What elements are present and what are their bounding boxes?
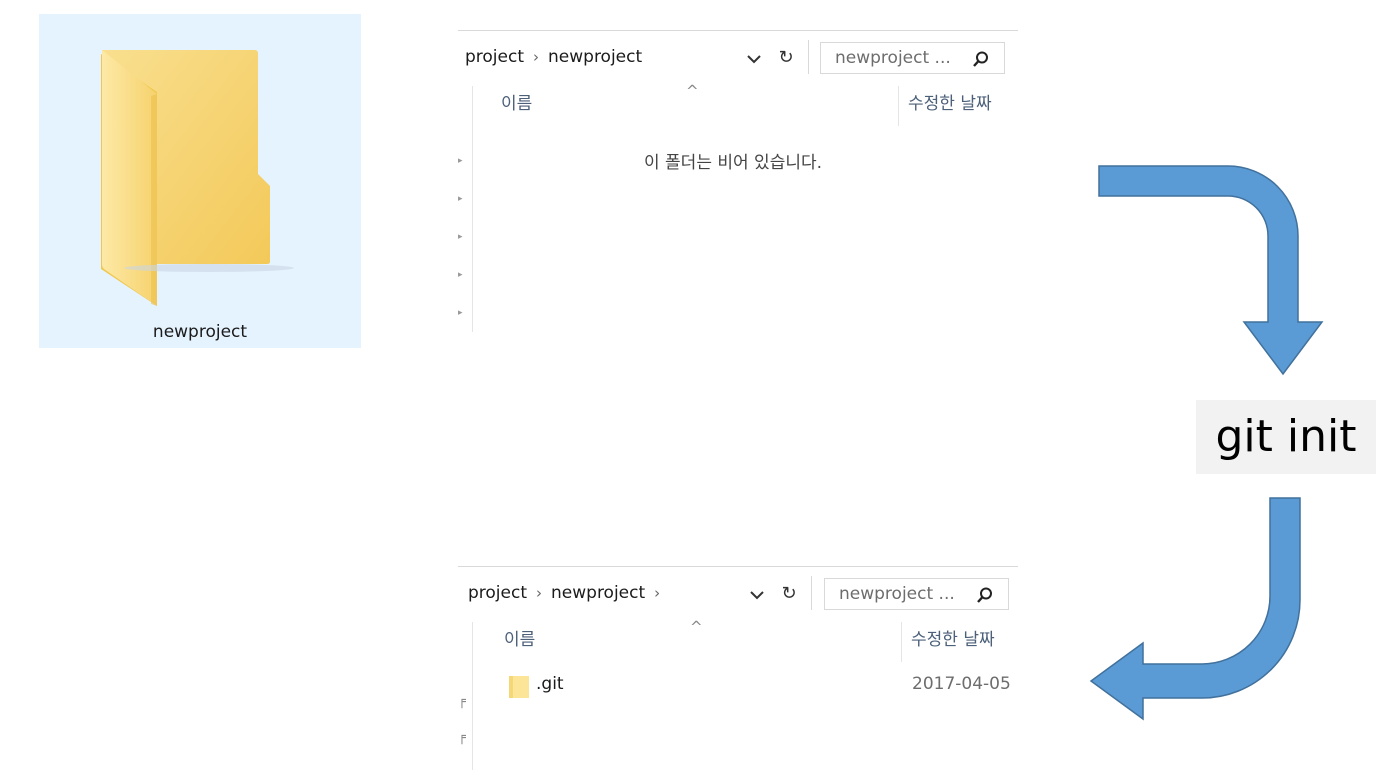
column-header-name[interactable]: 이름 — [504, 630, 536, 650]
file-row-name[interactable]: .git — [536, 674, 564, 694]
breadcrumb-separator[interactable]: › — [654, 584, 661, 602]
address-bar[interactable]: project › newproject › ↻ — [461, 576, 812, 610]
column-header-date[interactable]: 수정한 날짜 — [911, 630, 995, 650]
sort-ascending-icon: ^ — [686, 82, 699, 100]
chevron-right-icon[interactable]: ▸ — [458, 232, 463, 242]
search-placeholder: newproject ... — [839, 584, 955, 604]
file-row-date: 2017-04-05 — [912, 674, 1011, 694]
chevron-down-icon[interactable] — [743, 48, 765, 68]
breadcrumb-separator: › — [533, 48, 540, 66]
breadcrumb-separator: › — [536, 584, 543, 602]
pin-icon[interactable]: ╒ — [458, 694, 466, 709]
chevron-down-icon[interactable] — [746, 584, 768, 604]
chevron-right-icon[interactable]: ▸ — [458, 194, 463, 204]
folder-icon — [509, 676, 529, 698]
desktop-folder-tile[interactable]: newproject — [39, 14, 361, 348]
divider — [458, 566, 1018, 567]
nav-pane-border — [472, 86, 473, 332]
desktop-folder-label: newproject — [152, 322, 248, 342]
chevron-right-icon[interactable]: ▸ — [458, 156, 463, 166]
arrow-left-icon — [1089, 497, 1301, 721]
search-placeholder: newproject ... — [835, 48, 951, 68]
chevron-right-icon[interactable]: ▸ — [458, 308, 463, 318]
breadcrumb: project › newproject — [465, 40, 642, 74]
divider — [458, 30, 1018, 31]
column-header-date[interactable]: 수정한 날짜 — [908, 94, 992, 114]
address-bar[interactable]: project › newproject ↻ — [458, 40, 809, 74]
command-label: git init — [1196, 400, 1376, 474]
refresh-icon[interactable]: ↻ — [781, 583, 797, 604]
breadcrumb-item-newproject[interactable]: newproject — [548, 47, 643, 67]
search-input[interactable]: newproject ... — [824, 578, 1009, 610]
arrow-down-icon — [1098, 165, 1324, 376]
refresh-icon[interactable]: ↻ — [778, 47, 794, 68]
sort-ascending-icon: ^ — [690, 618, 703, 636]
breadcrumb-item-project[interactable]: project — [465, 47, 525, 67]
pin-icon[interactable]: ╒ — [458, 730, 466, 745]
nav-pane-border — [472, 622, 473, 770]
empty-folder-message: 이 폴더는 비어 있습니다. — [644, 153, 823, 173]
search-icon[interactable] — [976, 586, 994, 604]
folder-icon — [101, 50, 294, 306]
breadcrumb-item-newproject[interactable]: newproject — [551, 583, 646, 603]
column-header-name[interactable]: 이름 — [501, 94, 533, 114]
column-divider[interactable] — [901, 622, 902, 662]
search-icon[interactable] — [972, 50, 990, 68]
search-input[interactable]: newproject ... — [820, 42, 1005, 74]
column-divider[interactable] — [898, 86, 899, 126]
breadcrumb: project › newproject › — [468, 576, 669, 610]
chevron-right-icon[interactable]: ▸ — [458, 270, 463, 280]
breadcrumb-item-project[interactable]: project — [468, 583, 528, 603]
